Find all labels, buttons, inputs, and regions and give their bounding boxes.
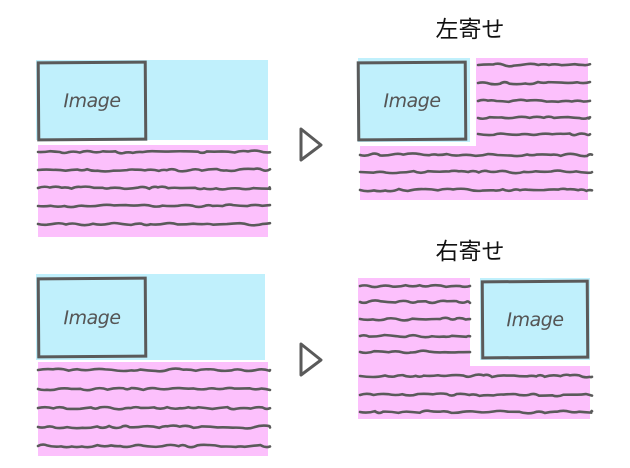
text-block xyxy=(38,145,268,237)
title-left-align: 左寄せ xyxy=(435,17,505,43)
text-line xyxy=(36,443,272,449)
text-line xyxy=(36,221,272,227)
text-line xyxy=(476,115,592,121)
text-line xyxy=(476,80,592,86)
text-line xyxy=(36,386,272,392)
text-line xyxy=(36,167,272,173)
text-line xyxy=(358,373,594,379)
arrow-icon xyxy=(299,342,323,377)
text-line xyxy=(36,424,272,430)
title-right-align: 右寄せ xyxy=(435,239,505,265)
text-line xyxy=(358,187,594,193)
text-line xyxy=(476,132,592,137)
text-line xyxy=(476,98,592,104)
text-line xyxy=(36,367,272,373)
text-line xyxy=(36,203,272,209)
text-line xyxy=(36,149,272,155)
text-line xyxy=(358,283,472,289)
text-line xyxy=(36,405,272,411)
arrow-icon xyxy=(299,127,323,162)
text-line xyxy=(358,169,594,175)
text-line xyxy=(358,152,594,158)
text-line xyxy=(358,409,594,415)
text-line xyxy=(36,185,272,191)
text-line xyxy=(358,299,472,305)
text-line xyxy=(358,316,472,322)
text-line xyxy=(358,333,472,339)
text-line xyxy=(476,62,592,68)
text-line xyxy=(358,392,594,398)
text-line xyxy=(358,349,472,355)
